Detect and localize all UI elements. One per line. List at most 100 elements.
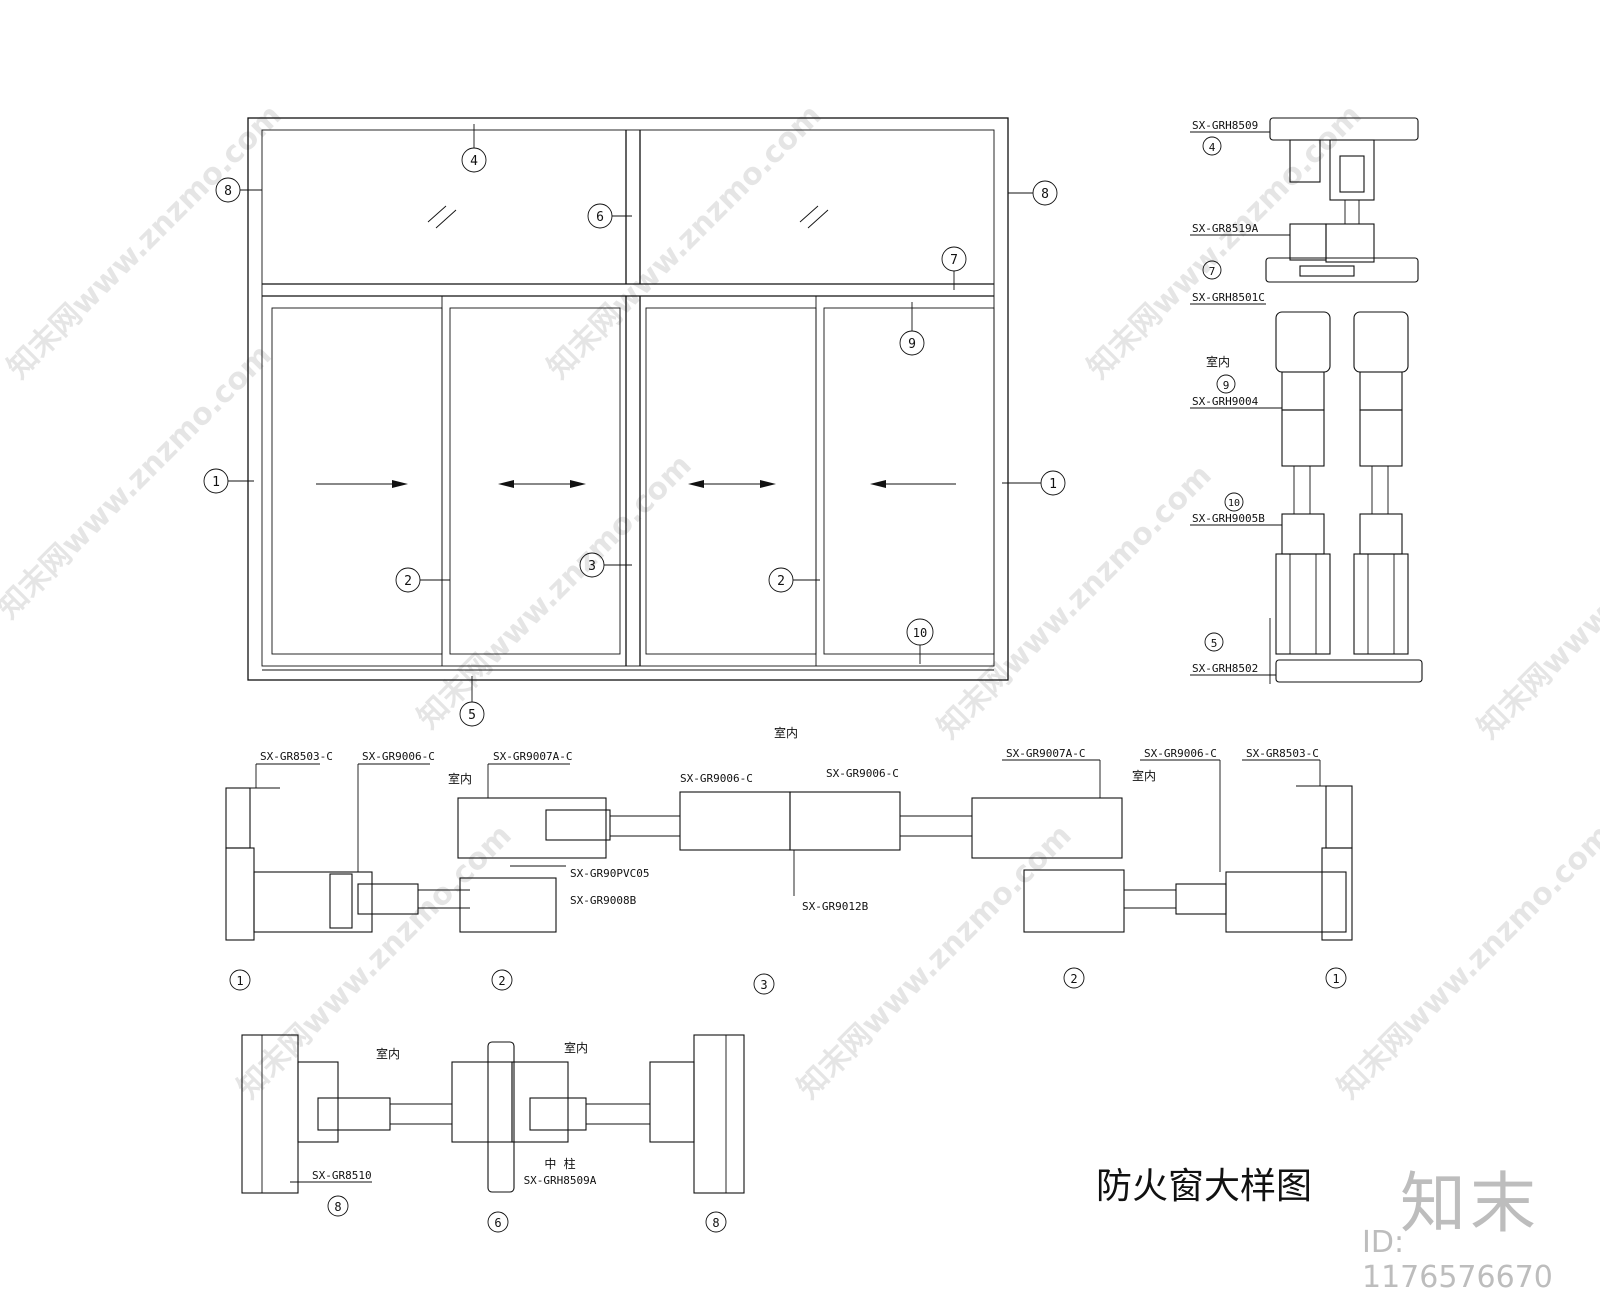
glazing-bead <box>317 1097 391 1131</box>
callout-2-left: 2 <box>395 567 450 593</box>
svg-text:7: 7 <box>950 253 958 268</box>
callout-8-m-right: 8 <box>705 1211 727 1233</box>
callout-1-right: 1 <box>1002 470 1066 496</box>
glazing-bead <box>1175 883 1227 915</box>
glass-mark <box>427 205 447 223</box>
side-jamb-right <box>693 1034 745 1194</box>
svg-text:2: 2 <box>498 974 505 988</box>
sill-profile <box>1275 659 1423 683</box>
label-interior-right: 室内 <box>1132 768 1156 783</box>
sash-profile <box>649 1061 695 1143</box>
label-h-h: SX-GR8503-C <box>1246 747 1319 760</box>
jamb-right <box>1325 785 1353 849</box>
label-grh8501c: SX-GRH8501C <box>1192 291 1265 304</box>
transom-profile <box>1265 257 1419 283</box>
label-h-g: SX-GR9006-C <box>1144 747 1217 760</box>
svg-text:2: 2 <box>777 574 785 589</box>
svg-text:9: 9 <box>908 337 916 352</box>
sash-profile <box>1225 871 1347 933</box>
callout-8-m-left: 8 <box>327 1195 349 1217</box>
label-interior-m1: 室内 <box>376 1046 400 1061</box>
svg-text:10: 10 <box>913 626 927 640</box>
label-interior-m2: 室内 <box>564 1040 588 1055</box>
callout-4-v-text: 4 <box>1209 141 1216 154</box>
glazing <box>1339 155 1365 193</box>
svg-text:8: 8 <box>1041 187 1049 202</box>
watermark: 知末网www.znzmo.com <box>931 458 1219 746</box>
arrow-head <box>760 480 776 488</box>
arrow-head <box>570 480 586 488</box>
label-h-k: SX-GR9012B <box>802 900 869 913</box>
callout-1-h-left: 1 <box>229 969 251 991</box>
watermark: 知末网www.znzmo.com <box>0 338 279 626</box>
jamb-right <box>1321 847 1353 941</box>
head-profile <box>1329 139 1375 201</box>
label-interior-top: 室内 <box>774 725 798 740</box>
label-h-b: SX-GR9006-C <box>362 750 435 763</box>
label-grh8509a: SX-GRH8509A <box>524 1174 597 1187</box>
sash-profile <box>511 1061 569 1143</box>
callout-10-v-text: 10 <box>1228 498 1240 509</box>
sash-profile <box>459 877 557 933</box>
center-profile <box>679 791 791 851</box>
svg-text:1: 1 <box>1049 477 1057 492</box>
sash-profile <box>329 873 353 929</box>
svg-text:8: 8 <box>712 1216 719 1230</box>
arrow-head <box>870 480 886 488</box>
label-h-c: SX-GR9007A-C <box>493 750 572 763</box>
glass-mark <box>435 209 457 229</box>
sash-2 <box>449 307 621 655</box>
svg-text:5: 5 <box>468 708 476 723</box>
center-post <box>487 1041 515 1193</box>
callout-10-v <box>1224 492 1244 512</box>
sash-column-left <box>1275 311 1331 655</box>
label-h-d: SX-GR9006-C <box>680 772 753 785</box>
label-gr8510: SX-GR8510 <box>312 1169 372 1182</box>
callout-4: 4 <box>461 124 487 173</box>
callout-7-v-text: 7 <box>1209 265 1216 278</box>
transom-profile <box>1289 223 1327 261</box>
label-interior-left: 室内 <box>448 771 472 786</box>
arrow-head <box>392 480 408 488</box>
sash-profile <box>297 1061 339 1143</box>
callout-5-v-text: 5 <box>1211 637 1218 650</box>
callout-10: 10 <box>906 618 934 664</box>
interlock-profile <box>457 797 607 859</box>
glass-mark <box>807 209 829 229</box>
sash-1 <box>271 307 443 655</box>
jamb-left <box>225 847 255 941</box>
label-h-a: SX-GR8503-C <box>260 750 333 763</box>
callout-2-h-right: 2 <box>1063 967 1085 989</box>
label-grh9004: SX-GRH9004 <box>1192 395 1259 408</box>
callout-6-m: 6 <box>487 1211 509 1233</box>
label-h-i: SX-GR90PVC05 <box>570 867 649 880</box>
callout-4-v <box>1202 136 1222 156</box>
drawing-id: ID: 1176576670 <box>1362 1225 1553 1295</box>
transom-profile <box>1325 223 1375 263</box>
svg-text:3: 3 <box>760 978 767 992</box>
label-grh9005b: SX-GRH9005B <box>1192 512 1265 525</box>
center-profile <box>789 791 901 851</box>
svg-text:4: 4 <box>470 154 478 169</box>
arrow-head <box>688 480 704 488</box>
glazing-bead <box>545 809 611 841</box>
mullion-section: 室内 室内 SX-GR8510 中 柱 SX-GRH8509A 8 6 8 <box>241 1034 745 1233</box>
callout-2-right: 2 <box>768 567 820 593</box>
svg-text:3: 3 <box>588 559 596 574</box>
transom-profile <box>1299 265 1355 277</box>
callout-5: 5 <box>459 676 485 727</box>
callout-8-right: 8 <box>1008 180 1058 206</box>
glazing-bead <box>357 883 419 915</box>
watermark: 知末网www.znzmo.com <box>1 98 289 386</box>
watermark: 知末网www.znzmo.com <box>791 818 1079 1106</box>
svg-text:1: 1 <box>236 974 243 988</box>
svg-text:6: 6 <box>494 1216 501 1230</box>
svg-text:2: 2 <box>1070 972 1077 986</box>
label-h-e: SX-GR9006-C <box>826 767 899 780</box>
glass-mark <box>799 205 819 223</box>
outer-frame <box>247 117 1009 681</box>
sash-profile <box>451 1061 513 1143</box>
callout-3-h: 3 <box>753 973 775 995</box>
head-profile <box>1289 139 1321 183</box>
